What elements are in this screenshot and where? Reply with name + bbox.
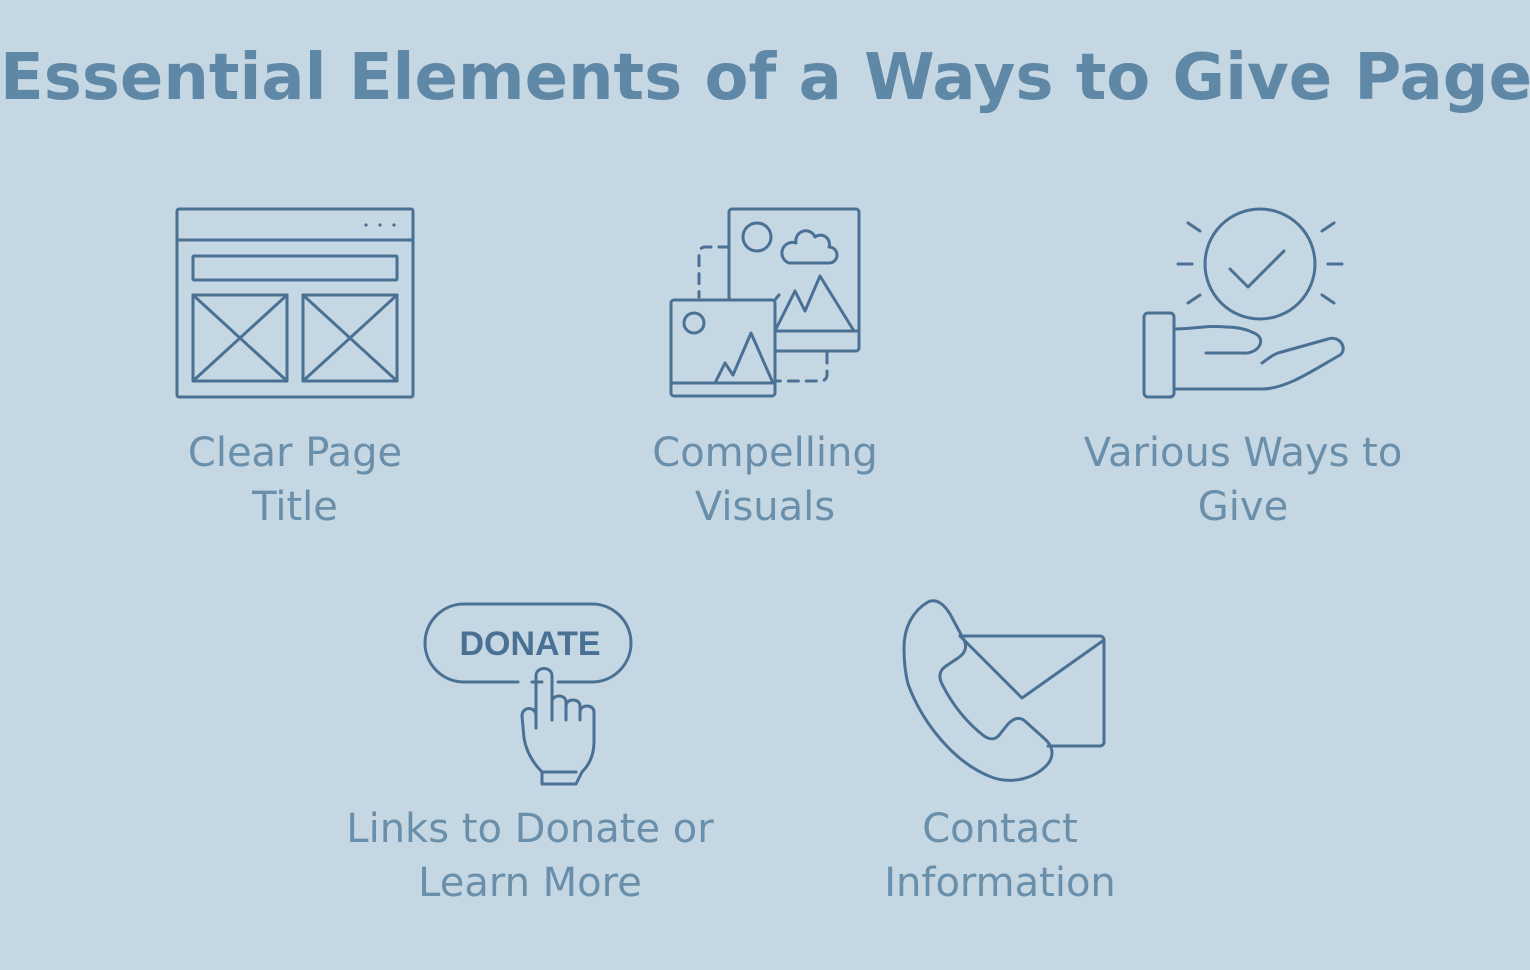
- label-line-2: Give: [1197, 484, 1289, 530]
- label-line-1: Compelling: [652, 430, 878, 476]
- label-line-1: Various Ways to: [1083, 430, 1403, 476]
- label-line-2: Information: [884, 860, 1116, 906]
- label-line-1: Clear Page: [187, 430, 403, 476]
- donate-button-text: DONATE: [459, 625, 600, 663]
- browser-window-icon: [170, 202, 420, 402]
- hand-checkmark-icon: [1138, 203, 1348, 403]
- label-links-donate: Links to Donate or Learn More: [330, 802, 730, 910]
- donate-button-icon: DONATE: [430, 598, 630, 790]
- label-line-1: Contact: [922, 806, 1078, 852]
- label-line-2: Visuals: [694, 484, 836, 530]
- label-line-2: Learn More: [418, 860, 642, 906]
- page-title: Essential Elements of a Ways to Give Pag…: [0, 41, 1530, 115]
- label-line-1: Links to Donate or: [346, 806, 714, 852]
- label-contact-info: Contact Information: [800, 802, 1200, 910]
- label-line-2: Title: [252, 484, 338, 530]
- phone-envelope-icon: [898, 598, 1110, 790]
- label-compelling-visuals: Compelling Visuals: [565, 426, 965, 534]
- label-clear-page-title: Clear Page Title: [95, 426, 495, 534]
- label-various-ways: Various Ways to Give: [1043, 426, 1443, 534]
- images-icon: [665, 203, 865, 403]
